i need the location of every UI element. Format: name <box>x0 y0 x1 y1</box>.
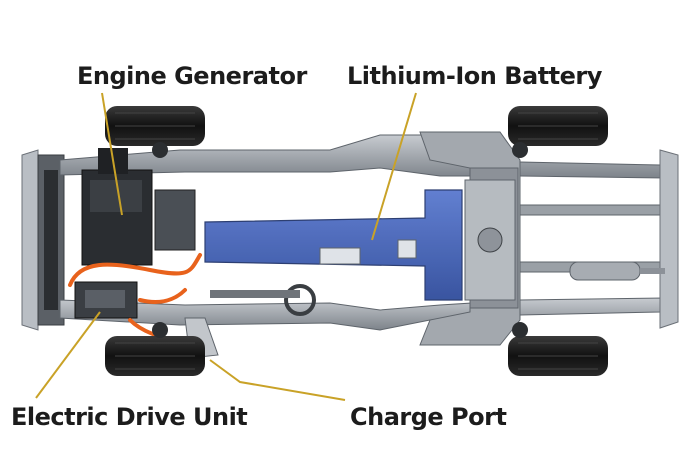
charge-port-leader <box>209 359 346 401</box>
front-bumper <box>21 149 65 331</box>
engine-leader <box>101 92 123 216</box>
electric-drive-unit-block <box>74 281 138 319</box>
charge-port-label: Charge Port <box>350 403 507 431</box>
tires <box>105 106 608 376</box>
battery-leader <box>371 92 417 241</box>
battery-label: Lithium-Ion Battery <box>347 62 602 90</box>
drive-unit-leader <box>35 311 101 399</box>
fuel-tank <box>464 179 516 301</box>
battery-pack <box>204 189 463 301</box>
leader-lines <box>35 92 417 401</box>
drive-unit-label: Electric Drive Unit <box>11 403 248 431</box>
steering <box>210 284 316 316</box>
muffler <box>569 261 665 281</box>
engine-generator-label: Engine Generator <box>77 62 307 90</box>
